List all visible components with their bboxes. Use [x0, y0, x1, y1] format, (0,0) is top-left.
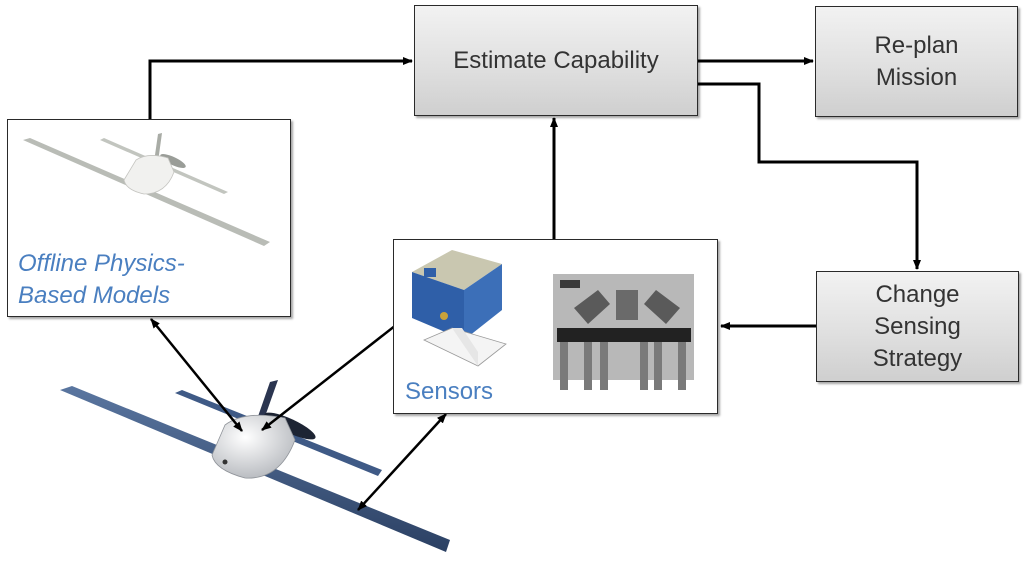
replan-mission-node: Re-plan Mission: [815, 6, 1018, 117]
estimate-capability-node: Estimate Capability: [414, 5, 698, 116]
offline-models-node: Offline Physics- Based Models: [7, 119, 291, 317]
change-sensing-strategy-label: Change Sensing Strategy: [872, 280, 963, 372]
sensor-images: [412, 250, 694, 390]
estimate-capability-label: Estimate Capability: [453, 46, 659, 74]
edge-uav-offline: [150, 318, 243, 432]
uav-photo: [60, 380, 450, 552]
edge-uav-sensors-lower: [357, 413, 447, 511]
replan-mission-label: Re-plan Mission: [874, 31, 959, 91]
sensors-label: Sensors: [405, 378, 494, 405]
sensors-node: Sensors: [393, 239, 718, 414]
strain-gauge: [553, 274, 694, 390]
accelerometer-module: [412, 250, 507, 367]
edge-estimate-to-change: [698, 82, 921, 270]
edge-offline-to-estimate: [148, 57, 413, 119]
edge-uav-sensors-upper: [261, 317, 406, 431]
change-sensing-strategy-node: Change Sensing Strategy: [816, 271, 1019, 382]
uav-model-render: [23, 133, 270, 246]
offline-models-label: Offline Physics- Based Models: [18, 250, 185, 309]
